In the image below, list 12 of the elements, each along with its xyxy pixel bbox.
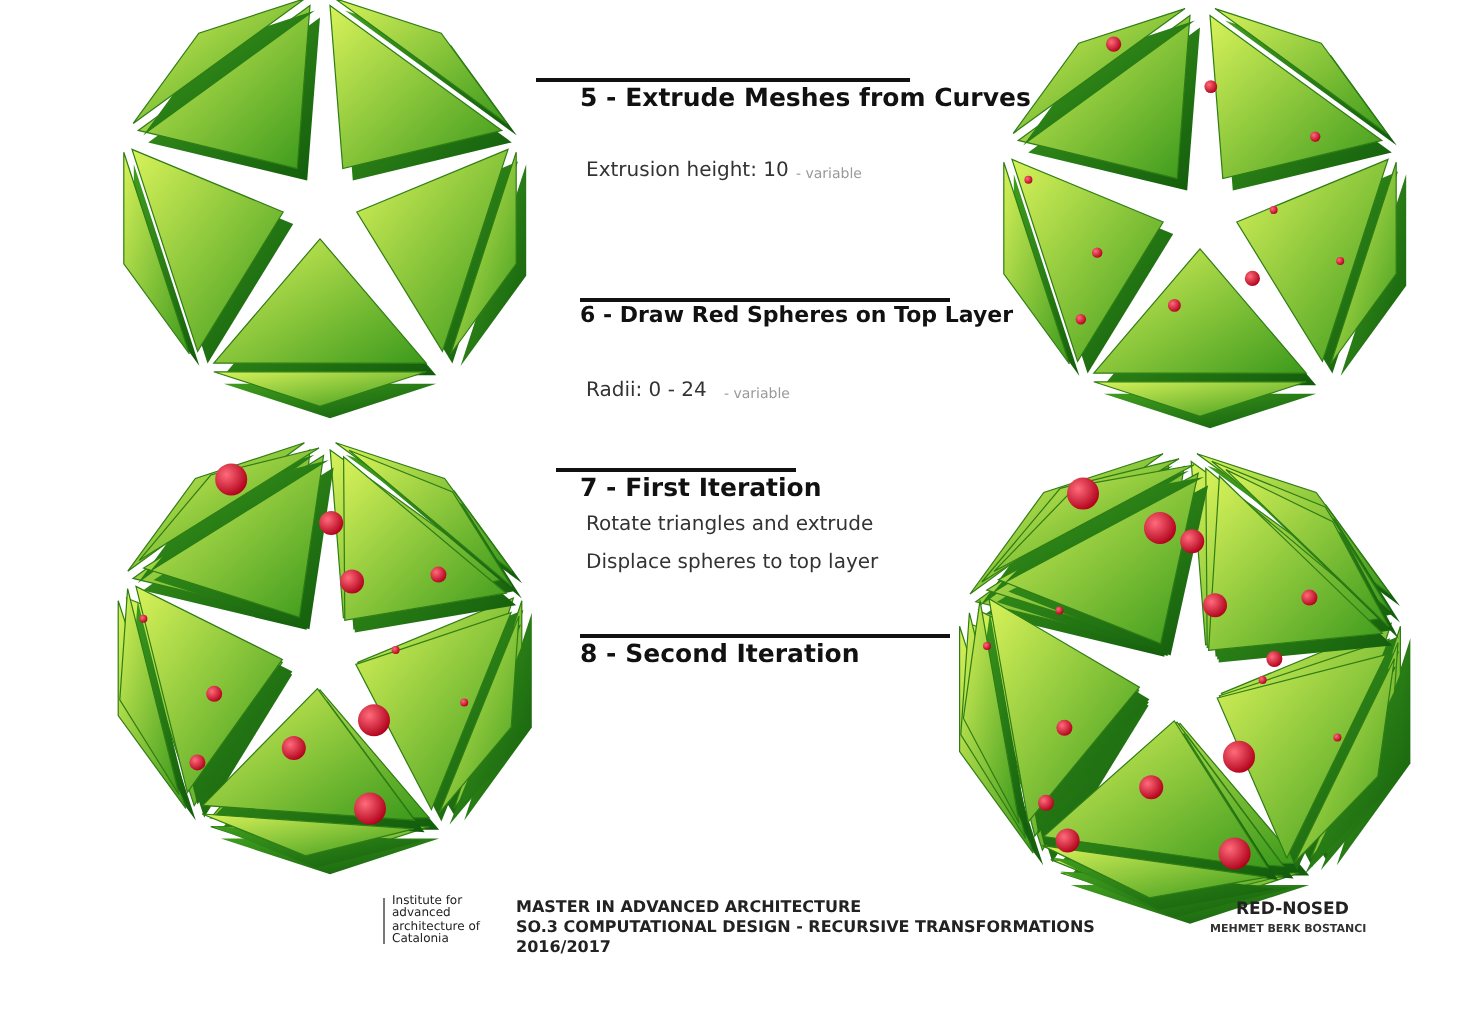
step-heading: 6 - Draw Red Spheres on Top Layer (580, 302, 1014, 328)
project-title: RED-NOSED (1236, 900, 1349, 920)
description-text: Displace spheres to top layer (586, 552, 879, 574)
course-title: SO.3 COMPUTATIONAL DESIGN - RECURSIVE TRANSFORMATIONS (516, 918, 1095, 936)
step-heading: 8 - Second Iteration (580, 638, 860, 668)
parameter-text: Extrusion height: 10 (586, 160, 789, 182)
step-heading: 5 - Extrude Meshes from Curves (580, 82, 1031, 112)
step-heading: 7 - First Iteration (580, 472, 822, 502)
year-text: 2016/2017 (516, 938, 611, 956)
description-text: Rotate triangles and extrude (586, 514, 874, 536)
program-title: MASTER IN ADVANCED ARCHITECTURE (516, 898, 862, 916)
parameter-text: Radii: 0 - 24 (586, 380, 707, 402)
